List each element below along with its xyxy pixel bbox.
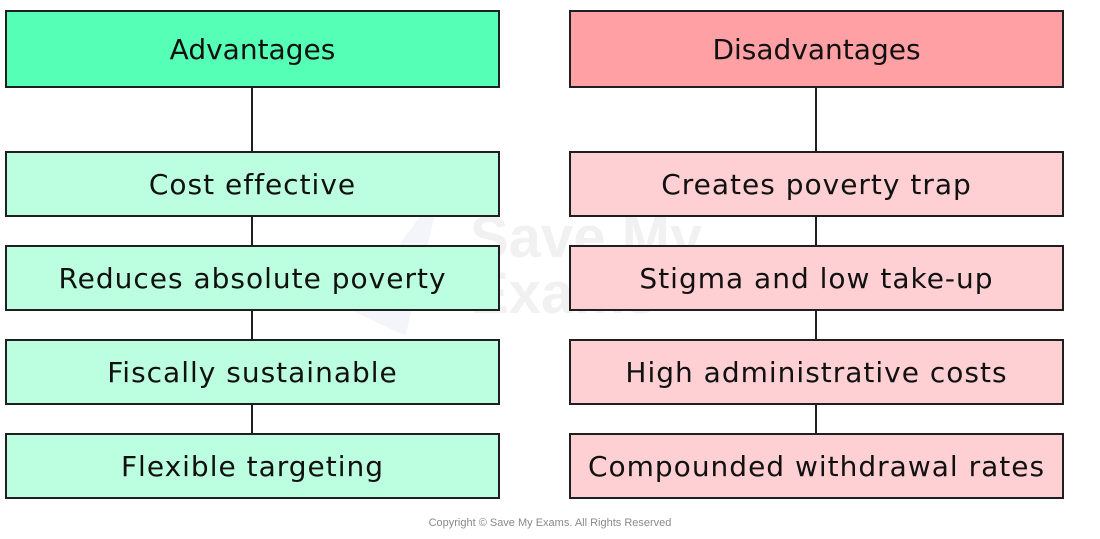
connector-line <box>815 405 817 433</box>
advantage-item: Flexible targeting <box>5 433 500 499</box>
advantage-item: Cost effective <box>5 151 500 217</box>
connector-line <box>815 217 817 245</box>
connector-line <box>251 217 253 245</box>
connector-line <box>251 311 253 339</box>
disadvantage-item: Compounded withdrawal rates <box>569 433 1064 499</box>
disadvantage-item: High administrative costs <box>569 339 1064 405</box>
disadvantages-header: Disadvantages <box>569 10 1064 88</box>
disadvantage-item: Stigma and low take-up <box>569 245 1064 311</box>
connector-line <box>251 88 253 151</box>
disadvantage-item: Creates poverty trap <box>569 151 1064 217</box>
advantage-item: Fiscally sustainable <box>5 339 500 405</box>
copyright-notice: Copyright © Save My Exams. All Rights Re… <box>428 517 672 529</box>
advantage-item: Reduces absolute poverty <box>5 245 500 311</box>
connector-line <box>815 88 817 151</box>
connector-line <box>251 405 253 433</box>
advantages-header: Advantages <box>5 10 500 88</box>
connector-line <box>815 311 817 339</box>
